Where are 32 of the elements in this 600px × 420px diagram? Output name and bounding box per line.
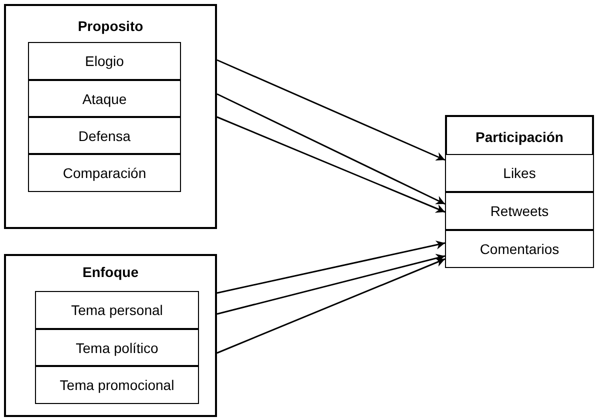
node-text: Retweets — [490, 203, 549, 219]
arrow — [216, 116, 446, 213]
list-item-box — [28, 154, 181, 192]
group-box — [4, 254, 217, 417]
node-text: Comentarios — [480, 241, 560, 257]
node-text: Tema personal — [71, 302, 163, 318]
node-text: Comparación — [62, 165, 146, 181]
list-item-box — [445, 230, 594, 268]
arrow — [216, 59, 446, 161]
list-item-box — [28, 80, 181, 117]
list-item-box — [445, 154, 594, 192]
group-heading: Participación — [474, 129, 564, 145]
arrow — [216, 258, 446, 354]
arrow — [216, 254, 446, 315]
node-text: Defensa — [78, 128, 131, 144]
node-text: Tema político — [76, 340, 158, 356]
arrow — [216, 240, 446, 294]
list-item-box — [445, 192, 594, 230]
list-item-box — [28, 42, 181, 80]
node-text: Ataque — [82, 90, 127, 106]
node-text: Elogio — [85, 53, 124, 69]
group-heading: Enfoque — [82, 264, 140, 280]
node-text: Likes — [503, 165, 536, 181]
list-item-box — [28, 117, 181, 154]
arrow — [216, 93, 446, 205]
list-item-box — [35, 366, 199, 404]
group-box — [4, 4, 217, 229]
node-text: Tema promocional — [60, 377, 174, 393]
list-item-box — [35, 291, 199, 329]
group-box — [445, 115, 594, 268]
list-item-box — [35, 329, 199, 366]
group-heading: Proposito — [76, 18, 144, 34]
